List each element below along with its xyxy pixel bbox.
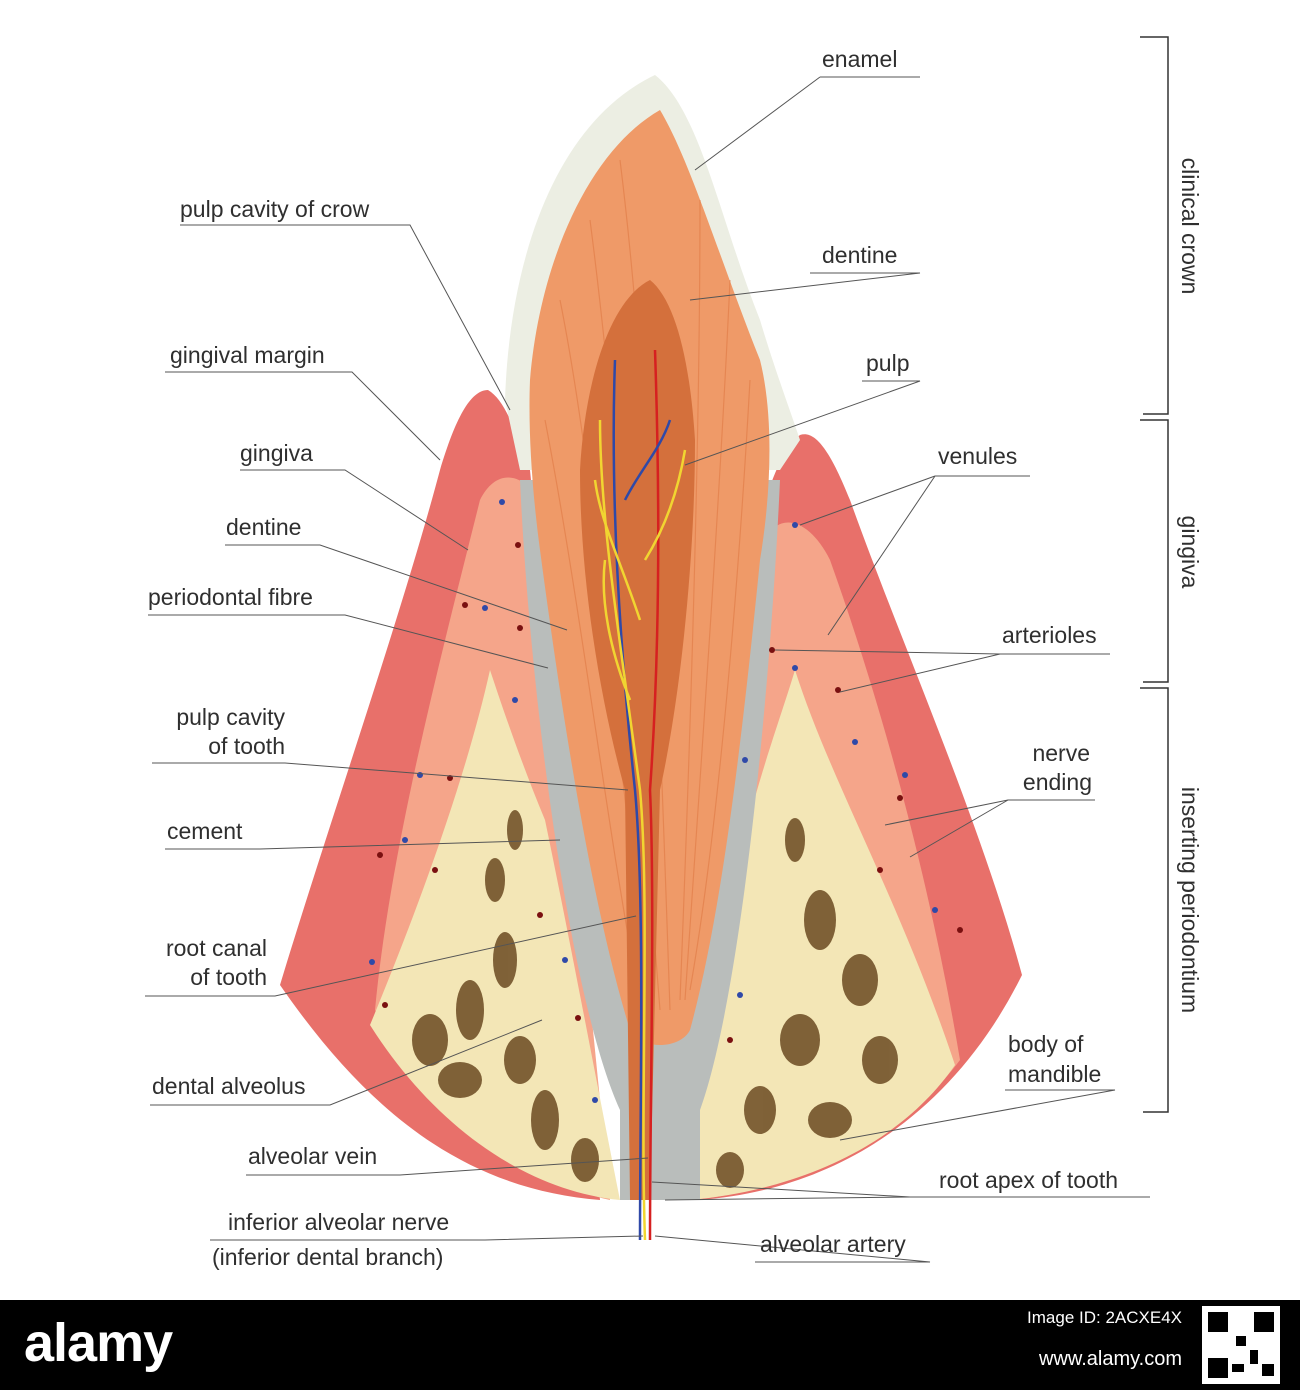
label-cement: cement [167, 818, 243, 844]
label-pulp-cavity-tooth-1: pulp cavity [176, 704, 285, 730]
right-brackets [1140, 36, 1169, 1113]
label-gingival-margin: gingival margin [170, 342, 325, 368]
vessel-dots [369, 499, 963, 1103]
leader-lines [145, 76, 1150, 1263]
bracket-label-gingiva: gingiva [1177, 515, 1203, 589]
label-root-canal-2: of tooth [190, 964, 267, 990]
label-enamel: enamel [822, 46, 898, 72]
label-arterioles: arterioles [1002, 622, 1097, 648]
label-pulp-cavity-tooth-2: of tooth [208, 733, 285, 759]
label-nerve-ending-2: ending [1022, 769, 1092, 795]
label-body-mandible-1: body of [1008, 1031, 1084, 1057]
tooth-illustration [145, 36, 1169, 1263]
pulp-vessels [593, 349, 687, 1241]
label-periodontal-fibre: periodontal fibre [148, 584, 313, 610]
label-alveolar-vein: alveolar vein [248, 1143, 378, 1169]
label-alveolar-artery: alveolar artery [760, 1231, 906, 1257]
pulp-chamber [580, 280, 695, 1200]
label-inferior-nerve-2: (inferior dental branch) [212, 1244, 444, 1270]
label-venules: venules [938, 443, 1018, 469]
label-dentine-top: dentine [822, 242, 898, 268]
qr-code-icon [1202, 1306, 1280, 1384]
label-dental-alveolus: dental alveolus [152, 1073, 306, 1099]
bracket-label-clinical-crown: clinical crown [1177, 157, 1203, 295]
label-root-canal-1: root canal [165, 935, 267, 961]
label-pulp: pulp [866, 350, 910, 376]
alveolar-bone-left [370, 670, 620, 1200]
bone-trabeculae [412, 810, 898, 1188]
label-gingiva-left: gingiva [240, 440, 313, 466]
site-url: www.alamy.com [1039, 1348, 1182, 1370]
image-id: Image ID: 2ACXE4X [1027, 1308, 1182, 1327]
tooth-anatomy-diagram: enamel pulp cavity of crow dentine pulp … [145, 36, 1203, 1270]
watermark-footer: alamy Image ID: 2ACXE4X www.alamy.com [0, 1300, 1300, 1390]
label-body-mandible-2: mandible [1008, 1061, 1102, 1087]
label-dentine-left: dentine [226, 514, 302, 540]
label-inferior-nerve-1: inferior alveolar nerve [228, 1209, 450, 1235]
label-root-apex: root apex of tooth [939, 1167, 1119, 1193]
alamy-logo: alamy [24, 1313, 173, 1373]
label-nerve-ending-1: nerve [1032, 740, 1090, 766]
label-pulp-cavity-crown: pulp cavity of crow [180, 196, 370, 222]
bracket-label-inserting-periodontium: inserting periodontium [1177, 786, 1203, 1014]
